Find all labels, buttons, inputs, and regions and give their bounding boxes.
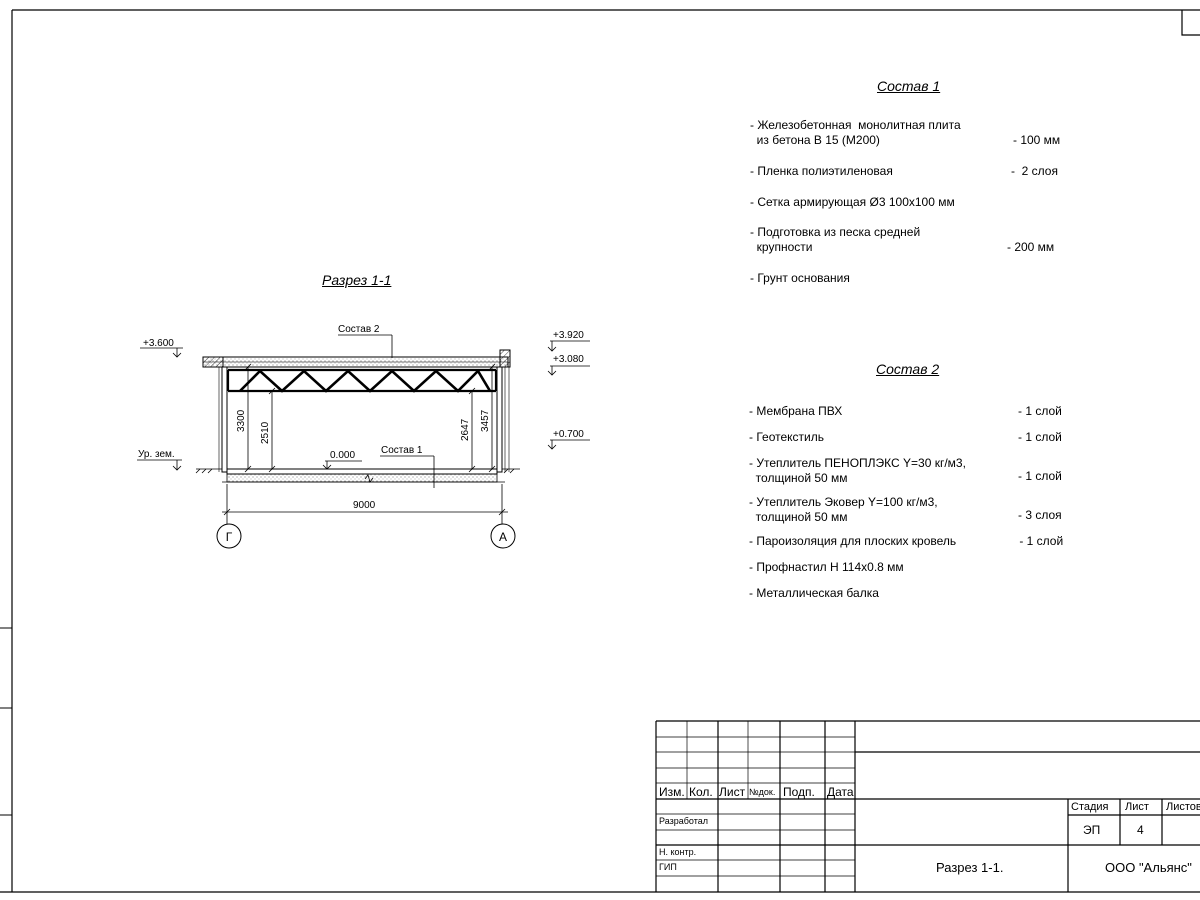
tb-role-norm-control: Н. контр. [659, 847, 697, 857]
composition-1-item: - Подготовка из песка средней крупности [750, 225, 921, 254]
composition-2-value: - 1 слой [1018, 469, 1062, 483]
axis-label-right: А [499, 530, 507, 544]
level-3600-label: +3.600 [143, 338, 174, 349]
level-3920-label: +3.920 [553, 330, 584, 341]
callout-composition-1: Состав 1 [381, 445, 423, 456]
tb-col-count: Кол. [689, 785, 713, 799]
composition-1-value: - 2 слоя [1011, 164, 1058, 178]
level-3080-label: +3.080 [553, 354, 584, 365]
composition-2-item: - Утеплитель Эковер Y=100 кг/м3, толщино… [749, 495, 938, 524]
tb-sheets-header: Листов [1166, 801, 1200, 813]
composition-1-value: - 100 мм [1013, 133, 1061, 147]
level-mark-zero [322, 460, 362, 470]
composition-2-item: - Профнастил Н 114х0.8 мм [749, 560, 904, 574]
axis-marker-right [490, 523, 516, 549]
tb-stage-value: ЭП [1083, 823, 1101, 837]
ground-level-label: Ур. зем. [138, 449, 175, 460]
composition-1-item: - Пленка полиэтиленовая [750, 164, 893, 178]
composition-1-item: - Грунт основания [750, 271, 850, 285]
span-dimension [222, 484, 508, 524]
tb-sheet-header: Лист [1125, 801, 1149, 813]
composition-1-item: - Железобетонная монолитная плита из бет… [750, 118, 961, 147]
tb-col-date: Дата [827, 785, 854, 799]
callout-leader-top [338, 334, 393, 358]
span-dim-label: 9000 [353, 500, 376, 511]
level-zero-label: 0.000 [330, 450, 355, 461]
axis-marker-left [216, 523, 242, 549]
dim-2647: 2647 [460, 418, 471, 441]
composition-2-value: - 3 слоя [1018, 508, 1062, 522]
floor-slab [222, 468, 505, 483]
composition-2-value: - 1 слой [1016, 534, 1064, 548]
level-0700-label: +0.700 [553, 429, 584, 440]
composition-2-value: - 1 слой [1018, 430, 1062, 444]
left-wall [218, 366, 228, 473]
level-mark-3600 [140, 347, 183, 358]
composition-2-title: Состав 2 [876, 361, 940, 377]
dim-3300: 3300 [236, 409, 247, 432]
composition-1-title: Состав 1 [877, 78, 941, 94]
composition-2-item: - Металлическая балка [749, 586, 879, 600]
tb-col-change: Изм. [659, 785, 685, 799]
dim-2510: 2510 [260, 421, 271, 444]
level-mark-3080 [547, 365, 590, 376]
composition-1-item: - Сетка армирующая Ø3 100х100 мм [750, 195, 955, 209]
tb-role-developer: Разработал [659, 816, 708, 826]
tb-col-sheet: Лист [719, 785, 746, 799]
composition-1-value: - 200 мм [1007, 240, 1055, 254]
tb-col-sign: Подп. [783, 785, 815, 799]
dimension-lines [244, 363, 496, 473]
tb-drawing-name: Разрез 1-1. [936, 860, 1004, 875]
right-wall [496, 366, 510, 473]
section-title: Разрез 1-1 [322, 272, 392, 288]
axis-label-left: Г [226, 530, 233, 544]
dim-3457: 3457 [480, 409, 491, 432]
tb-company: ООО "Альянс" [1105, 860, 1192, 875]
ground-level-mark [137, 459, 182, 471]
composition-2-item: - Утеплитель ПЕНОПЛЭКС Y=30 кг/м3, толщи… [749, 456, 966, 485]
level-mark-0700 [547, 439, 590, 450]
tb-role-chief-engineer: ГИП [659, 862, 677, 872]
tb-sheet-value: 4 [1137, 823, 1144, 837]
composition-2-item: - Мембрана ПВХ [749, 404, 843, 418]
composition-2-value: - 1 слой [1018, 404, 1062, 418]
composition-2-item: - Пароизоляция для плоских кровель [749, 534, 957, 548]
level-mark-3920 [547, 340, 590, 352]
roof-build-up [202, 349, 511, 368]
tb-col-doc: №док. [749, 787, 776, 797]
callout-leader-bottom [380, 455, 435, 488]
tb-stage-header: Стадия [1071, 801, 1109, 813]
callout-composition-2: Состав 2 [338, 324, 380, 335]
steel-truss [226, 368, 498, 393]
composition-2-item: - Геотекстиль [749, 430, 824, 444]
